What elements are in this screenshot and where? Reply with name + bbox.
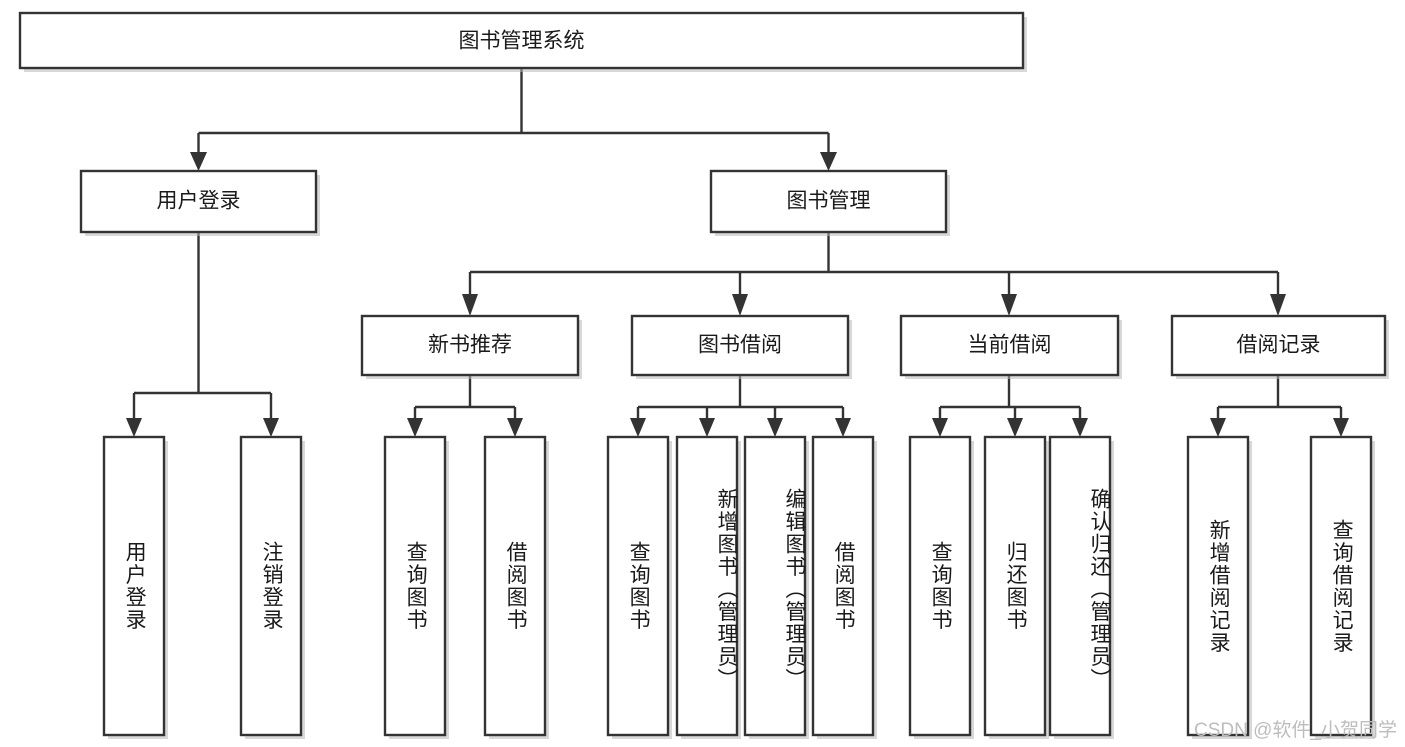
arrowhead-leaf-query-book-1: [407, 418, 423, 437]
node-book-manage-label: 图书管理: [787, 190, 871, 213]
node-borrow-record[interactable]: 借阅记录: [1170, 314, 1389, 379]
arrowhead-leaf-borrow-book-2: [835, 418, 851, 437]
leaf-box-add-book[interactable]: [675, 435, 741, 739]
leaf-box-query-book-1[interactable]: [383, 435, 449, 739]
leaf-box-return-book[interactable]: [983, 435, 1049, 739]
node-user-login-label: 用户登录: [157, 190, 241, 213]
connector-layer: [126, 68, 1349, 437]
node-borrow-record-label: 借阅记录: [1237, 334, 1321, 357]
node-current-borrow-label: 当前借阅: [968, 334, 1052, 357]
arrowhead-leaf-edit-book: [767, 418, 783, 437]
leaf-box-query-book-3[interactable]: [908, 435, 974, 739]
leaf-box-borrow-book-2[interactable]: [811, 435, 877, 739]
leaf-box-borrow-book-1[interactable]: [483, 435, 549, 739]
node-book-borrow[interactable]: 图书借阅: [630, 314, 852, 379]
leaf-box-user-login[interactable]: [102, 435, 168, 739]
leaf-box-query-book-2[interactable]: [606, 435, 672, 739]
csdn-watermark: CSDN @软件_小贺同学: [1194, 720, 1397, 741]
arrowhead-leaf-borrow-book-1: [507, 418, 523, 437]
arrowhead-leaf-return-book: [1007, 418, 1023, 437]
leaf-box-logout[interactable]: [239, 435, 305, 739]
node-new-book-rec[interactable]: 新书推荐: [360, 314, 582, 379]
node-current-borrow[interactable]: 当前借阅: [899, 314, 1122, 379]
arrowhead-leaf-user-login: [126, 418, 142, 437]
arrowhead-leaf-add-book: [699, 418, 715, 437]
arrowhead-user-login: [190, 152, 207, 171]
arrowhead-leaf-confirm-return: [1072, 418, 1088, 437]
arrowhead-book-manage: [820, 152, 837, 171]
arrowhead-current-borrow: [1001, 294, 1017, 316]
leaf-box-add-record[interactable]: [1186, 435, 1252, 739]
arrowhead-leaf-logout: [263, 418, 279, 437]
node-new-book-rec-label: 新书推荐: [428, 334, 512, 357]
node-layer: 图书管理系统 用户登录 图书管理 新书推荐 图书: [18, 11, 1389, 739]
node-root[interactable]: 图书管理系统: [18, 11, 1027, 72]
leaf-box-query-record[interactable]: [1309, 435, 1375, 739]
arrowhead-borrow-record: [1270, 294, 1286, 316]
arrowhead-leaf-query-record: [1333, 418, 1349, 437]
arrowhead-new-book-rec: [462, 294, 478, 316]
leaf-box-confirm-return[interactable]: [1048, 435, 1114, 739]
arrowhead-leaf-query-book-3: [932, 418, 948, 437]
node-book-borrow-label: 图书借阅: [698, 334, 782, 357]
node-book-manage[interactable]: 图书管理: [709, 169, 950, 236]
leaf-box-edit-book[interactable]: [743, 435, 809, 739]
arrowhead-book-borrow: [732, 294, 748, 316]
node-root-label: 图书管理系统: [459, 30, 585, 53]
arrowhead-leaf-query-book-2: [630, 418, 646, 437]
node-user-login[interactable]: 用户登录: [79, 169, 320, 236]
arrowhead-leaf-add-record: [1210, 418, 1226, 437]
